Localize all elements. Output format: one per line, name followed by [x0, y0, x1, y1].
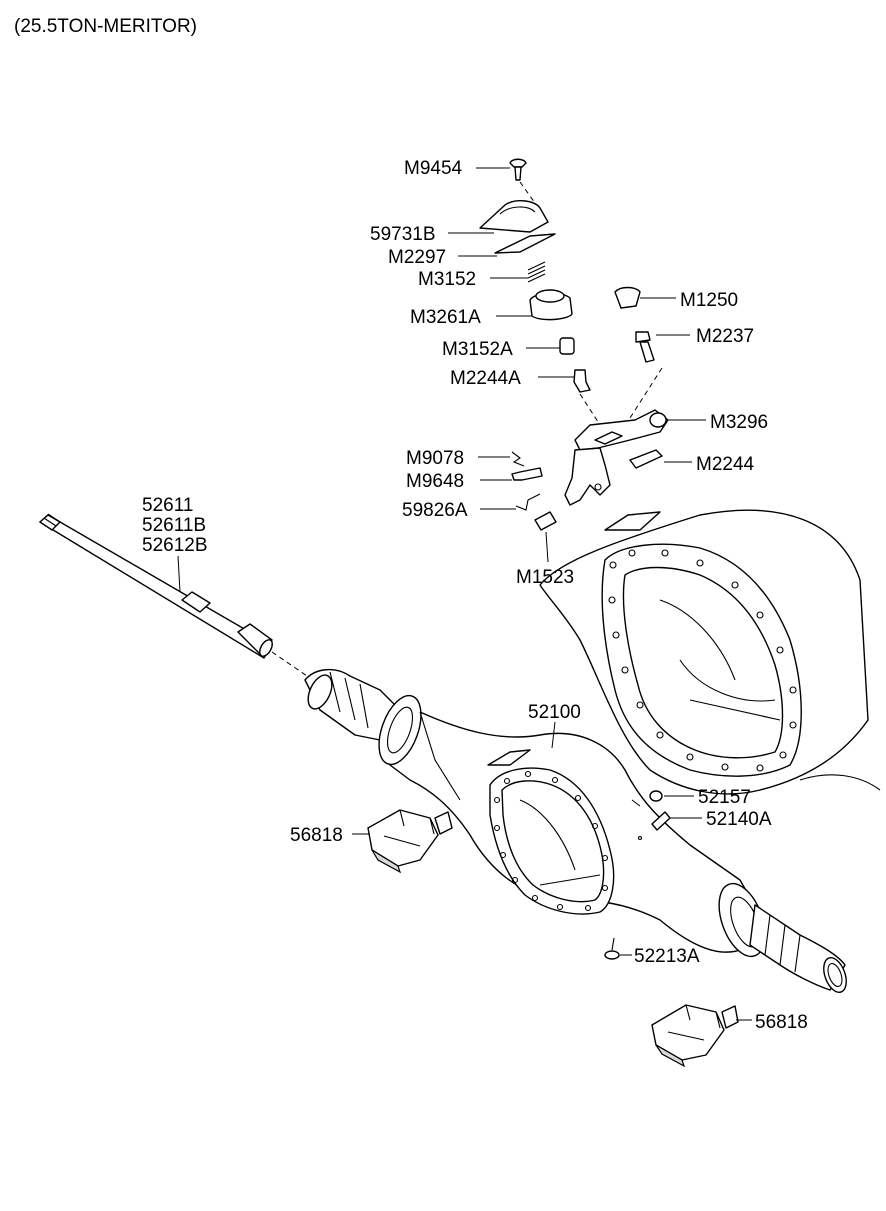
label-59826a: 59826A [402, 500, 468, 521]
axle-housing-rear-view [539, 509, 881, 795]
label-m2297: M2297 [388, 247, 446, 268]
label-m2244a: M2244A [450, 368, 521, 389]
label-m2237: M2237 [696, 326, 754, 347]
part-labels: M9454 59731B M2297 M3152 M3261A M3152A M… [142, 158, 808, 1033]
label-59731b: 59731B [370, 224, 436, 245]
label-m1250: M1250 [680, 290, 738, 311]
label-m2244: M2244 [696, 454, 755, 475]
carrier-bolt-holes [493, 770, 609, 912]
label-52213a: 52213A [634, 946, 700, 967]
bracket-56818-right [651, 1004, 739, 1068]
label-56818-left: 56818 [290, 825, 343, 846]
label-m3152: M3152 [418, 269, 476, 290]
label-m9078: M9078 [406, 448, 464, 469]
housing-bolt-holes [608, 549, 797, 772]
bracket-56818-left [367, 809, 453, 874]
label-52157: 52157 [698, 787, 751, 808]
diagram-title: (25.5TON-MERITOR) [14, 16, 197, 37]
label-m3152a: M3152A [442, 339, 513, 360]
label-52611: 52611 [142, 495, 193, 516]
label-52611b: 52611B [142, 515, 206, 536]
label-52612b: 52612B [142, 535, 208, 556]
leader-lines [177, 167, 752, 1021]
label-m3261a: M3261A [410, 307, 481, 328]
label-m9648: M9648 [406, 471, 464, 492]
label-m3296: M3296 [710, 412, 768, 433]
axle-shaft [39, 513, 311, 679]
label-m9454: M9454 [404, 158, 463, 179]
label-m1523: M1523 [516, 567, 574, 588]
label-56818-right: 56818 [755, 1012, 808, 1033]
label-52140a: 52140A [706, 809, 772, 830]
axle-housing [304, 669, 847, 993]
small-fittings [604, 790, 671, 960]
shift-assembly [479, 158, 669, 531]
label-52100: 52100 [528, 702, 581, 723]
